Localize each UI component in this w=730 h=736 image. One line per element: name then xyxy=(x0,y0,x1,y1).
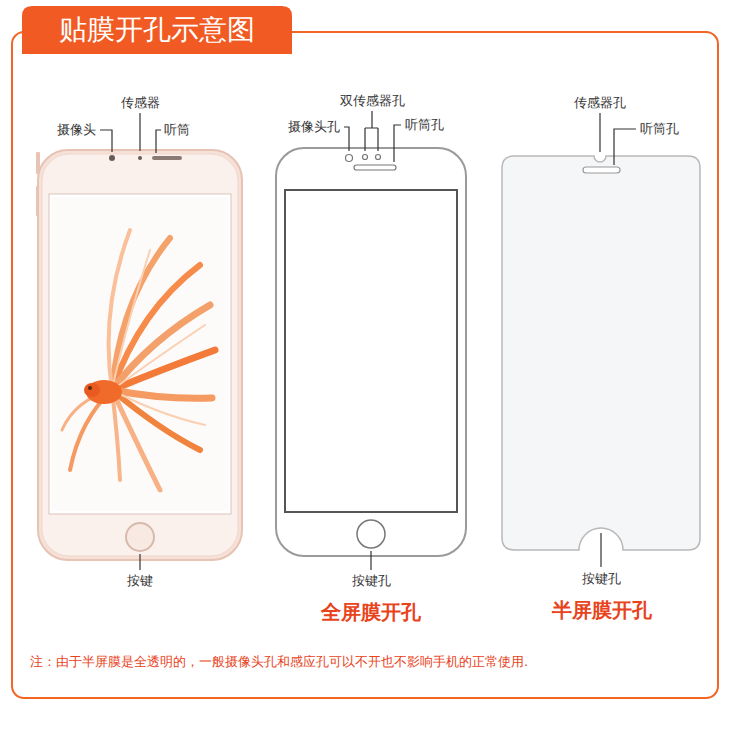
hole-label: 双传感器孔 xyxy=(340,92,405,110)
phone-figure xyxy=(36,150,242,560)
title-text-box: 贴膜开孔示意图 xyxy=(22,6,292,54)
part-label: 摄像头 xyxy=(57,121,96,139)
hole-label: 听筒孔 xyxy=(405,116,444,134)
hole-label: 传感器孔 xyxy=(574,94,626,112)
title: 贴膜开孔示意图 xyxy=(59,13,255,47)
part-label: 听筒 xyxy=(164,121,190,139)
film-type-label: 半屏膜开孔 xyxy=(552,597,652,623)
title-tab xyxy=(22,6,292,54)
note: 注：由于半屏膜是全透明的，一般摄像头孔和感应孔可以不开也不影响手机的正常使用. xyxy=(30,653,528,671)
leader-lines xyxy=(100,111,636,570)
hole-label: 按键孔 xyxy=(582,570,621,588)
hole-label: 听筒孔 xyxy=(640,120,679,138)
hole-label: 摄像头孔 xyxy=(288,118,340,136)
full-film-figure xyxy=(276,148,466,556)
part-label: 按键 xyxy=(127,572,153,590)
part-label: 传感器 xyxy=(121,94,160,112)
film-type-label: 全屏膜开孔 xyxy=(321,599,421,625)
hole-label: 按键孔 xyxy=(352,572,391,590)
half-film-figure xyxy=(502,156,700,550)
panel-border xyxy=(12,32,718,698)
